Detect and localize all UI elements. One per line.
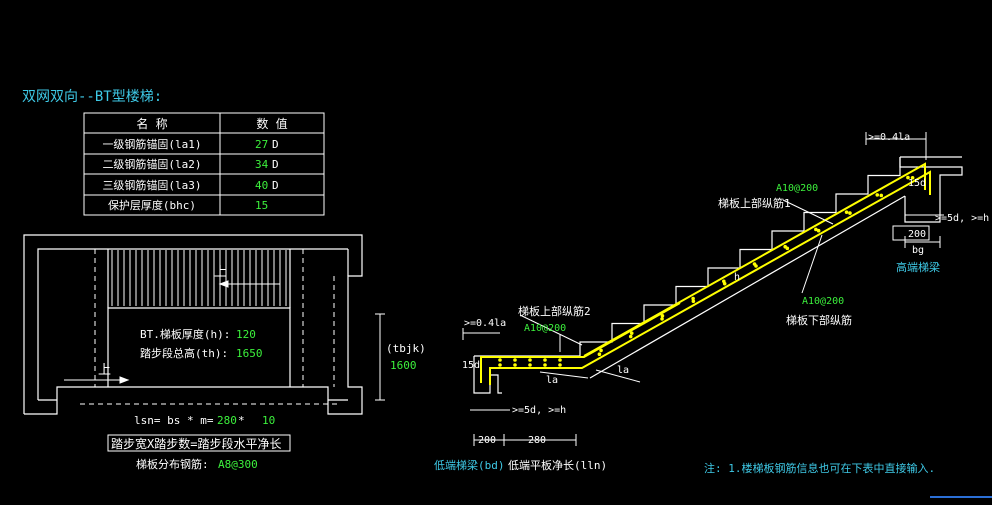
formula-text: 踏步宽X踏步数=踏步段水平净长 xyxy=(111,436,281,451)
rebar-dot xyxy=(910,176,915,180)
tbjk-dimension xyxy=(375,313,385,401)
bs-value[interactable]: 280 xyxy=(217,414,237,427)
section-dimension-lines xyxy=(462,132,944,446)
rebar-dot xyxy=(597,352,602,357)
up-label: 上 xyxy=(214,265,227,280)
drawing-title: 双网双向--BT型楼梯: xyxy=(22,89,162,105)
bottom-rebar-spec[interactable]: A10@200 xyxy=(802,296,844,307)
rebar-dot xyxy=(848,211,852,215)
up-arrow-icon xyxy=(64,280,280,384)
table-row-unit: D xyxy=(272,179,279,192)
high-beam-label: 高端梯梁 xyxy=(896,260,940,274)
hook-15d-top-label: 15d xyxy=(908,178,926,189)
m-value[interactable]: 10 xyxy=(262,414,275,427)
note-text: 注: 1.楼梯板钢筋信息也可在下表中直接输入. xyxy=(704,461,935,475)
rebar-dot xyxy=(498,358,502,362)
rebar-dot xyxy=(785,246,790,251)
rebar-dot xyxy=(628,334,633,339)
rebar-dot xyxy=(528,363,532,367)
plan-dashed-lines xyxy=(80,249,340,405)
times-sign: * xyxy=(238,414,245,427)
table-row-value[interactable]: 15 xyxy=(255,199,268,212)
rebar-dot xyxy=(599,348,603,353)
rebar-dot xyxy=(543,363,547,367)
top-rebar-2-spec[interactable]: A10@200 xyxy=(524,323,566,334)
table-row-name: 三级钢筋锚固(la3) xyxy=(102,178,201,192)
height-label: 踏步段总高(th): xyxy=(140,346,228,360)
low-beam-label: 低端梯梁(bd) xyxy=(434,458,505,472)
la-label: la xyxy=(617,365,629,376)
high-beam-width: 200 xyxy=(908,229,926,240)
parameter-table xyxy=(83,112,325,216)
table-row-name: 二级钢筋锚固(la2) xyxy=(102,157,201,171)
formula-box xyxy=(107,434,291,452)
rebar-dot xyxy=(660,317,664,321)
ge5d-bottom-label: >=5d, >=h xyxy=(512,405,566,416)
high-beam-width-box xyxy=(892,225,930,241)
rebar-dot xyxy=(629,331,634,335)
rebar-dot xyxy=(498,363,502,367)
table-row-unit: D xyxy=(272,138,279,151)
anchor-top-label: >=0.4la xyxy=(868,132,910,143)
rebar-dot xyxy=(691,296,695,301)
top-rebar-1 xyxy=(583,162,926,357)
rebar-dots xyxy=(498,175,915,367)
rebar-dot xyxy=(816,228,821,233)
rebar-dot xyxy=(844,210,849,214)
rebar-dot xyxy=(691,299,696,304)
tbjk-value[interactable]: 1600 xyxy=(390,359,417,372)
h-label: h xyxy=(734,272,740,283)
rebar-dot xyxy=(875,193,880,197)
table-row-value[interactable]: 27 xyxy=(255,138,268,151)
rebar-dot xyxy=(528,358,532,362)
table-row-unit: D xyxy=(272,158,279,171)
rebar-lines xyxy=(480,162,931,385)
tbjk-label: (tbjk) xyxy=(386,342,426,355)
rebar-dot xyxy=(814,227,818,232)
thickness-label: BT.梯板厚度(h): xyxy=(140,327,230,341)
table-row-value[interactable]: 34 xyxy=(255,158,269,171)
table-row-name: 保护层厚度(bhc) xyxy=(108,198,196,212)
anchor-left-label: >=0.4la xyxy=(464,318,506,329)
top-rebar-1-spec[interactable]: A10@200 xyxy=(776,183,818,194)
height-value[interactable]: 1650 xyxy=(236,347,263,360)
table-row-value[interactable]: 40 xyxy=(255,179,268,192)
rebar-dot xyxy=(879,193,884,198)
plan-treads xyxy=(111,250,287,306)
rebar-dot xyxy=(558,363,562,367)
thickness-value[interactable]: 120 xyxy=(236,328,256,341)
table-header-name: 名 称 xyxy=(136,116,167,131)
top-rebar-1-label: 梯板上部纵筋1 xyxy=(718,196,791,210)
rebar-dot xyxy=(513,363,517,367)
rebar-dot xyxy=(513,358,517,362)
up-label: 上 xyxy=(98,363,111,378)
rebar-dot xyxy=(660,314,665,318)
low-flat-width: 280 xyxy=(528,435,546,446)
top-rebar-2-label: 梯板上部纵筋2 xyxy=(518,304,591,318)
rebar-dot xyxy=(558,358,562,362)
bg-label: bg xyxy=(912,245,924,256)
lsn-label: lsn= bs * m= xyxy=(134,414,214,427)
slab-soffit-line xyxy=(589,195,906,379)
distribution-rebar-label: 梯板分布钢筋: xyxy=(136,457,209,471)
low-beam-width: 200 xyxy=(478,435,496,446)
la-label: la xyxy=(546,375,558,386)
rebar-dot xyxy=(543,358,547,362)
hook-15d-left-label: 15d xyxy=(462,360,480,371)
ge5d-top-label: >=5d, >=h xyxy=(935,213,989,224)
rebar-dot xyxy=(754,264,758,268)
table-row-name: 一级钢筋锚固(la1) xyxy=(102,137,201,151)
bottom-rebar xyxy=(489,170,931,385)
stair-plan-view xyxy=(23,234,363,415)
distribution-rebar-value[interactable]: A8@300 xyxy=(218,458,258,471)
top-rebar-2 xyxy=(480,302,681,383)
table-header-value: 数 值 xyxy=(256,116,287,131)
low-flat-label: 低端平板净长(lln) xyxy=(508,458,607,472)
bottom-rebar-label: 梯板下部纵筋 xyxy=(786,313,852,327)
rebar-dot xyxy=(906,175,910,180)
rebar-dot xyxy=(722,281,727,286)
